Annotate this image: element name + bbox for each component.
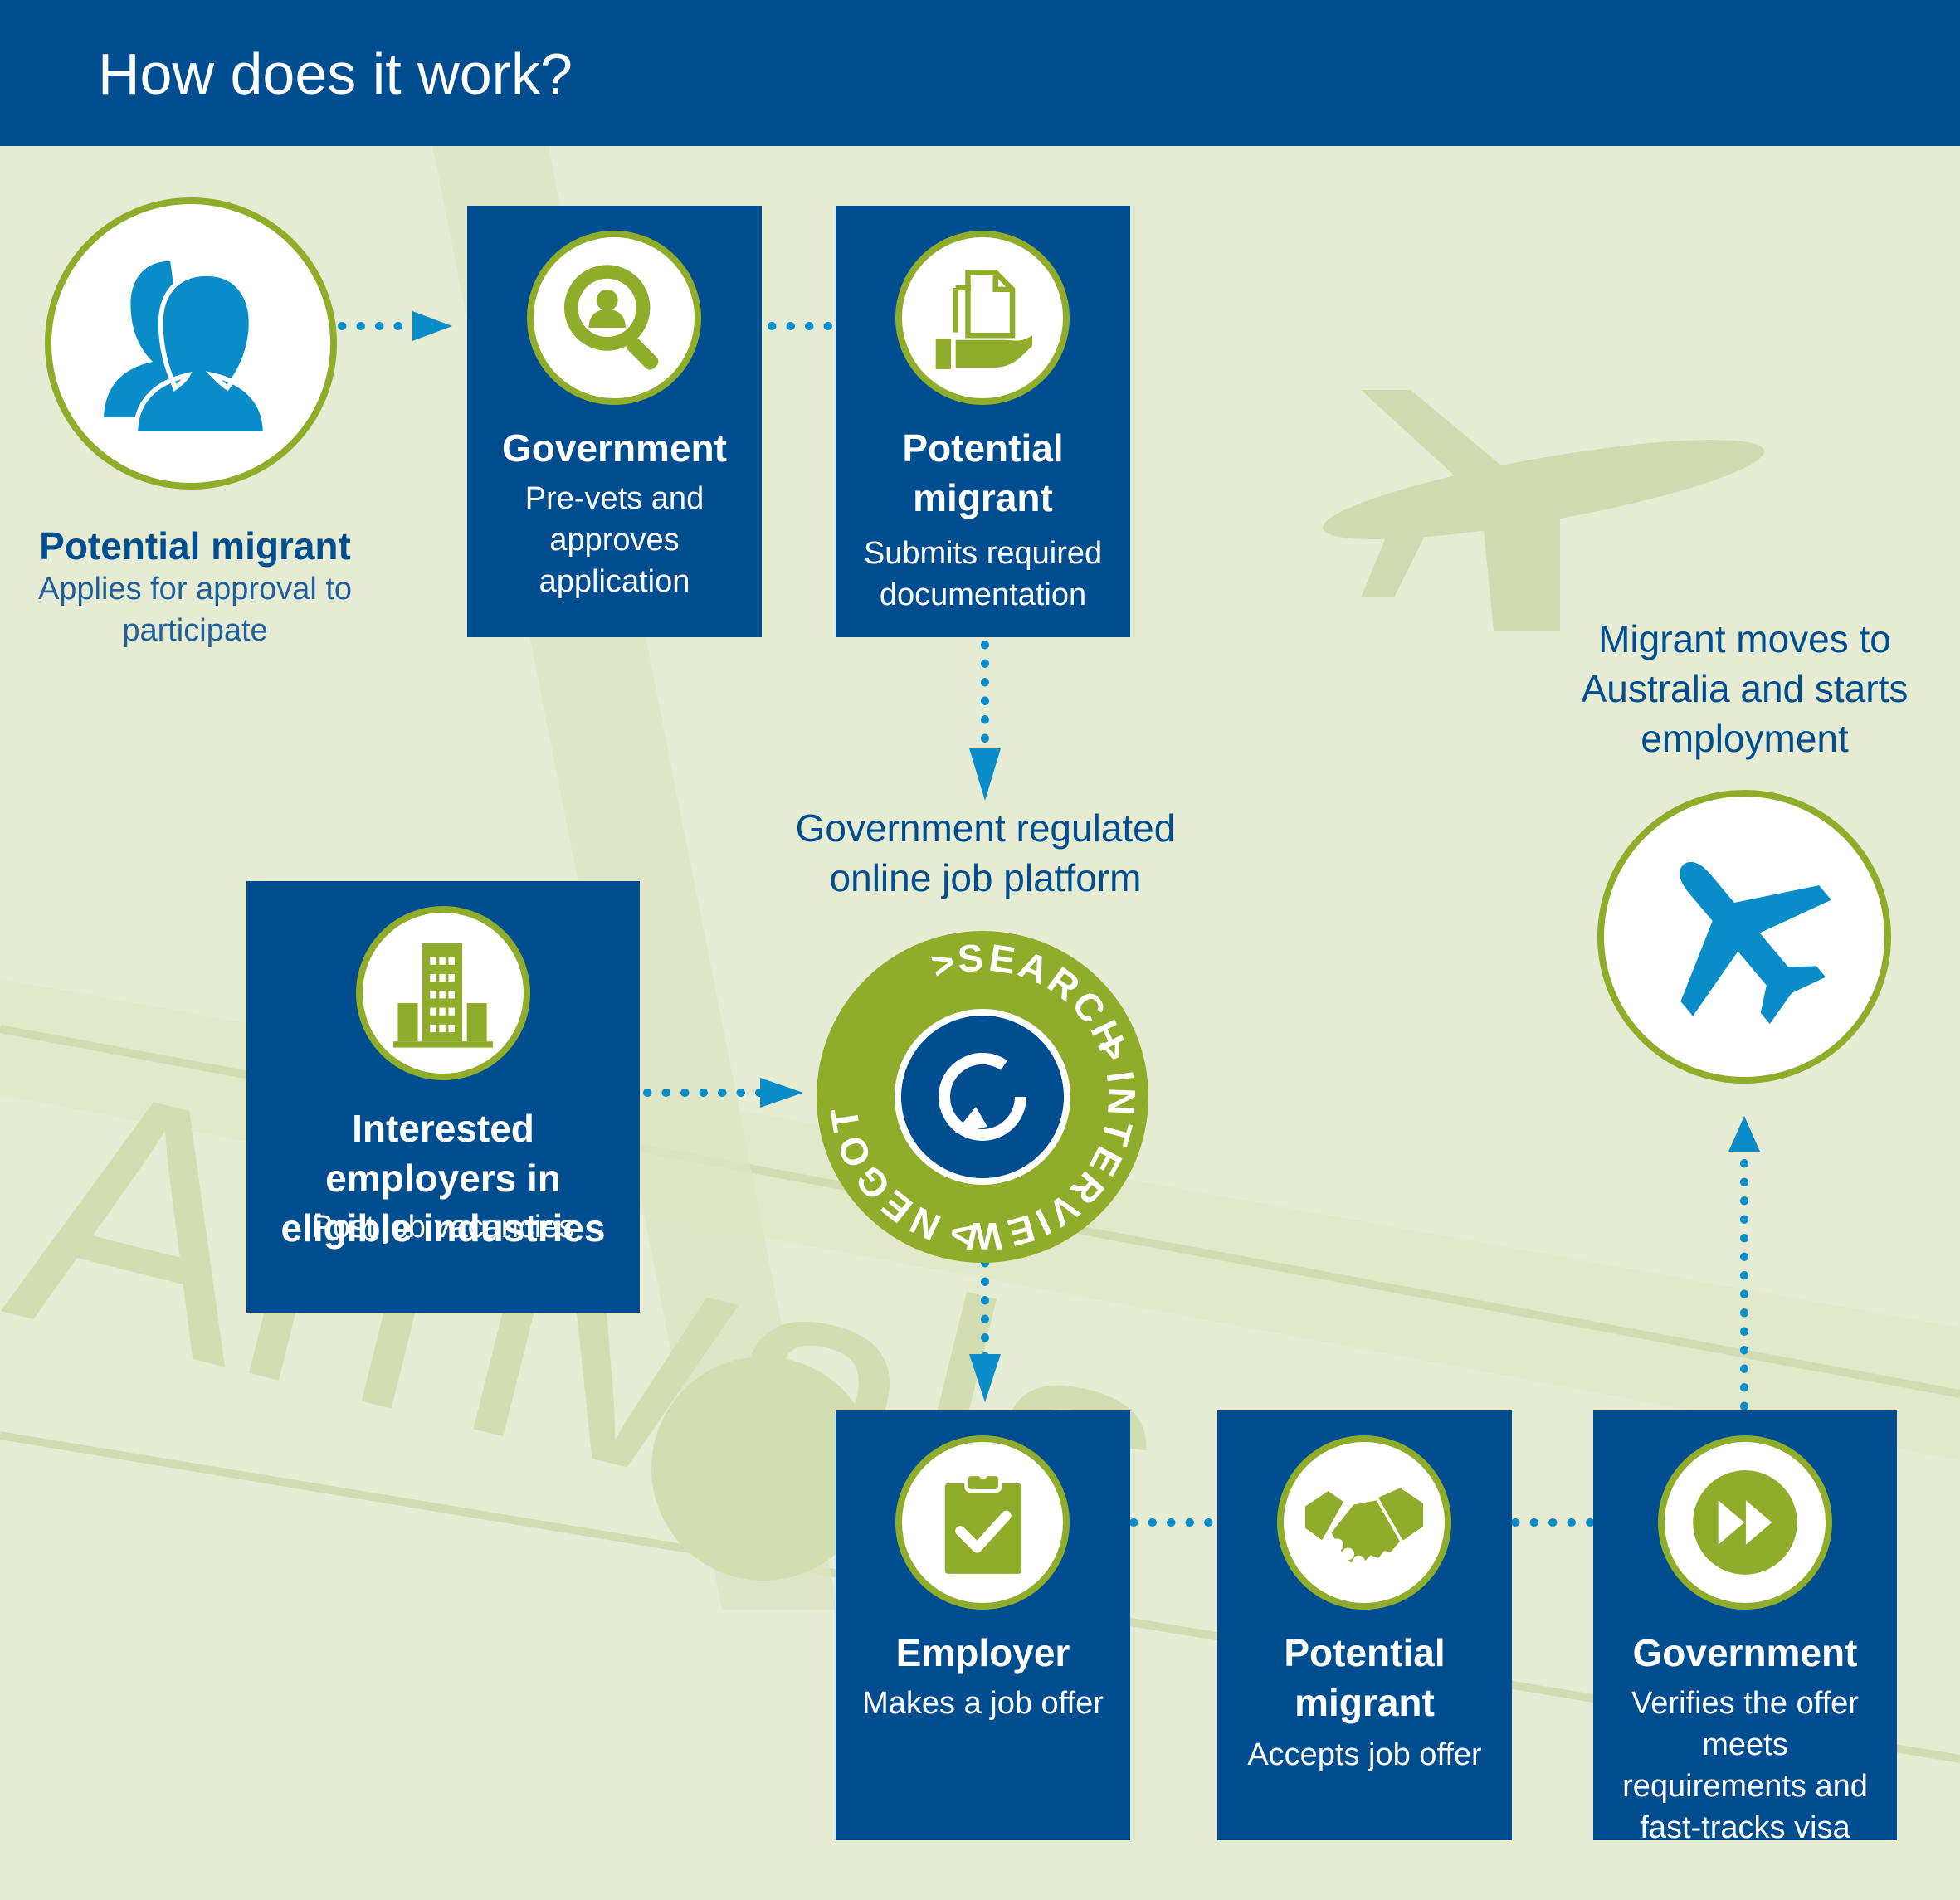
arrow-head-down [969, 1354, 1001, 1402]
people-icon [104, 261, 268, 436]
prevet-icon-badge [527, 231, 701, 405]
prevet-title: Government [502, 426, 727, 470]
magnifier-person-icon [563, 265, 659, 370]
handshake-icon [1304, 1488, 1424, 1573]
verify-desc: Verifies the offer meets requirements an… [1622, 1686, 1868, 1845]
applicant-icon-circle [45, 197, 337, 490]
verify-icon-badge [1658, 1435, 1832, 1610]
documents-icon-badge [895, 231, 1070, 405]
employers-icon-badge [356, 906, 530, 1080]
accept-icon-badge [1277, 1435, 1451, 1610]
employers-box: Interested employers in eligible industr… [246, 881, 640, 1313]
header-bar: How does it work? [0, 0, 1960, 146]
building-icon [392, 943, 494, 1048]
documents-title: Potential migrant [902, 426, 1064, 519]
fast-forward-icon [1693, 1470, 1797, 1575]
prevet-box: Government Pre-vets and approves applica… [467, 206, 762, 637]
offer-icon-badge [895, 1435, 1070, 1610]
accept-desc: Accepts job offer [1247, 1737, 1482, 1772]
arrow-head-down [969, 748, 1001, 801]
applicant-title: Potential migrant [39, 524, 351, 568]
documents-desc: Submits required documentation [863, 536, 1103, 612]
platform-wheel: > SEARCH > INTERVIEW > NEGOTIATE [813, 928, 1148, 1263]
prevet-desc: Pre-vets and approves application [524, 481, 705, 599]
clipboard-check-icon [944, 1469, 1022, 1574]
background-plane-silhouette [1323, 390, 1764, 631]
applicant-desc: Applies for approval to participate [37, 572, 353, 648]
accept-title: Potential migrant [1284, 1631, 1446, 1724]
arrow-head-right [412, 311, 452, 341]
refresh-icon [939, 1052, 1026, 1141]
documents-box: Potential migrant Submits required docum… [836, 206, 1130, 637]
sign-arrivals-icon [651, 1357, 875, 1581]
accept-box: Potential migrant Accepts job offer [1217, 1410, 1512, 1840]
offer-box: Employer Makes a job offer [836, 1410, 1130, 1840]
airplane-icon [1680, 861, 1831, 1025]
document-hand-icon [935, 270, 1033, 369]
employers-desc: Post job vacancies [311, 1210, 575, 1245]
verify-title: Government [1632, 1631, 1858, 1674]
arrow-head-right [760, 1078, 803, 1108]
platform-title: Government regulated online job platform [795, 806, 1176, 899]
move-icon-circle [1597, 790, 1891, 1084]
offer-title: Employer [895, 1631, 1070, 1674]
move-title: Migrant moves to Australia and starts em… [1581, 617, 1909, 760]
arrow-head-up [1728, 1116, 1760, 1152]
employers-title: Interested employers in eligible industr… [280, 1107, 606, 1250]
offer-desc: Makes a job offer [862, 1686, 1104, 1721]
verify-box: Government Verifies the offer meets requ… [1593, 1410, 1897, 1845]
page-title: How does it work? [98, 41, 573, 106]
